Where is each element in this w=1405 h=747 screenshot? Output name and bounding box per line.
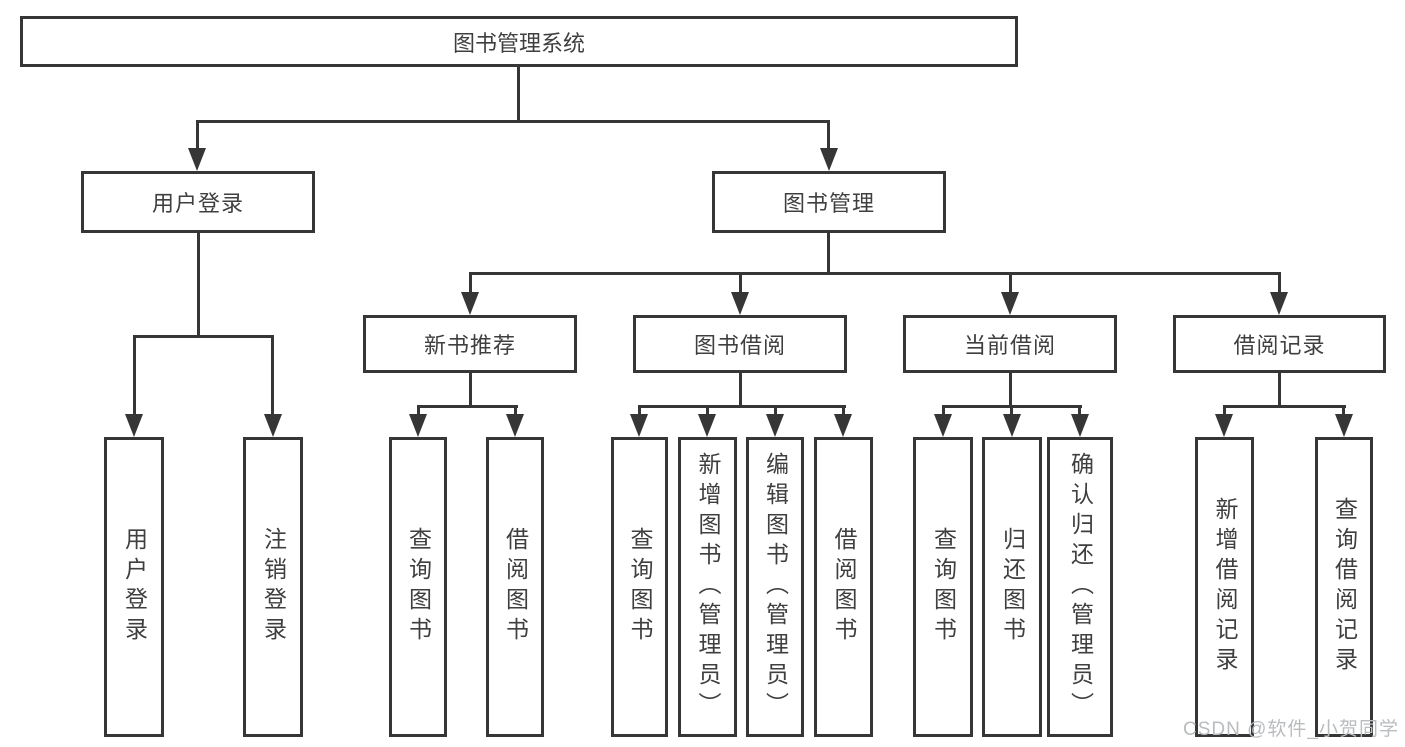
connector-records-drop xyxy=(1278,372,1281,407)
leaf-borrow-books-recommend: 借阅图书 xyxy=(486,437,544,737)
leaf-label: 新增借阅记录 xyxy=(1212,497,1238,677)
arrow-bor-query xyxy=(630,414,648,437)
node-label: 图书借阅 xyxy=(693,333,786,358)
leaf-label: 用户登录 xyxy=(121,527,148,647)
connector-root-drop xyxy=(517,66,520,122)
leaf-query-borrow-record: 查询借阅记录 xyxy=(1315,437,1373,737)
connector-records-rail xyxy=(1223,405,1346,408)
leaf-label: 确认归还（管理员） xyxy=(1067,452,1094,722)
node-label: 图书管理系统 xyxy=(452,30,585,56)
connector-stem-book-mgmt xyxy=(827,120,830,152)
arrow-cur-query xyxy=(934,414,952,437)
connector-root-rail xyxy=(196,120,830,123)
connector-stem-rec-query xyxy=(417,405,420,419)
connector-login-rail xyxy=(133,335,274,338)
connector-stem-rec-add xyxy=(1223,405,1226,419)
csdn-watermark: CSDN @软件_小贺同学 xyxy=(1183,719,1399,740)
connector-stem-bor-add xyxy=(706,405,709,419)
arrow-cur-return xyxy=(1003,414,1021,437)
leaf-logout: 注销登录 xyxy=(243,437,303,737)
leaf-label: 借阅图书 xyxy=(502,527,529,647)
leaf-add-books-admin: 新增图书（管理员） xyxy=(678,437,737,737)
node-borrowing-records: 借阅记录 xyxy=(1173,315,1386,373)
arrow-bor-add xyxy=(698,414,716,437)
arrow-borrowing xyxy=(731,292,749,315)
leaf-label: 查询图书 xyxy=(930,527,957,647)
arrow-recommend xyxy=(461,292,479,315)
node-label: 借阅记录 xyxy=(1233,333,1326,358)
connector-borrowing-rail xyxy=(638,405,846,408)
arrow-records xyxy=(1270,292,1288,315)
connector-stem-leaf-login xyxy=(133,335,136,419)
arrow-record-query xyxy=(1335,414,1353,437)
arrow-book-mgmt xyxy=(820,148,838,171)
arrow-bor-edit xyxy=(766,414,784,437)
arrow-cur-confirm xyxy=(1071,414,1089,437)
leaf-user-login: 用户登录 xyxy=(104,437,164,737)
connector-stem-rec-query2 xyxy=(1342,405,1345,419)
node-current-borrowing: 当前借阅 xyxy=(903,315,1117,373)
leaf-borrow-books: 借阅图书 xyxy=(814,437,873,737)
node-user-login-branch: 用户登录 xyxy=(81,171,315,233)
leaf-add-borrow-record: 新增借阅记录 xyxy=(1195,437,1254,737)
connector-mgmt-drop xyxy=(827,232,830,274)
connector-stem-cur-confirm xyxy=(1078,405,1081,419)
arrow-rec-query xyxy=(409,414,427,437)
connector-stem-cur-return xyxy=(1010,405,1013,419)
connector-stem-cur-query xyxy=(942,405,945,419)
leaf-label: 注销登录 xyxy=(260,527,287,647)
leaf-label: 查询借阅记录 xyxy=(1331,497,1358,677)
node-label: 当前借阅 xyxy=(963,333,1056,358)
arrow-bor-borrow xyxy=(834,414,852,437)
connector-stem-user-login xyxy=(196,120,199,152)
leaf-label: 新增图书（管理员） xyxy=(695,452,721,722)
connector-stem-bor-edit xyxy=(774,405,777,419)
connector-recommend-rail xyxy=(417,405,518,408)
connector-current-drop xyxy=(1009,372,1012,407)
leaf-confirm-return-admin: 确认归还（管理员） xyxy=(1047,437,1113,737)
connector-recommend-drop xyxy=(469,372,472,407)
connector-borrowing-drop xyxy=(739,372,742,407)
node-new-book-recommendation: 新书推荐 xyxy=(363,315,577,373)
arrow-current xyxy=(1001,292,1019,315)
leaf-query-books-borrowing: 查询图书 xyxy=(611,437,668,737)
leaf-query-books-current: 查询图书 xyxy=(913,437,973,737)
leaf-label: 借阅图书 xyxy=(831,527,857,647)
connector-stem-leaf-logout xyxy=(271,335,274,419)
connector-stem-recommend xyxy=(469,272,472,296)
connector-stem-bor-borrow xyxy=(842,405,845,419)
arrow-user-login xyxy=(188,148,206,171)
node-book-management-system: 图书管理系统 xyxy=(20,16,1018,67)
leaf-edit-books-admin: 编辑图书（管理员） xyxy=(746,437,804,737)
leaf-return-books: 归还图书 xyxy=(982,437,1042,737)
leaf-query-books-recommend: 查询图书 xyxy=(389,437,447,737)
node-book-borrowing: 图书借阅 xyxy=(633,315,847,373)
leaf-label: 归还图书 xyxy=(999,527,1026,647)
connector-login-drop xyxy=(197,232,200,337)
arrow-leaf-login xyxy=(125,414,143,437)
node-label: 图书管理 xyxy=(782,191,875,216)
node-label: 新书推荐 xyxy=(423,333,516,358)
connector-stem-rec-borrow xyxy=(514,405,517,419)
arrow-record-add xyxy=(1215,414,1233,437)
connector-stem-borrowing xyxy=(739,272,742,296)
node-label: 用户登录 xyxy=(151,191,244,216)
leaf-label: 编辑图书（管理员） xyxy=(762,452,789,722)
leaf-label: 查询图书 xyxy=(405,527,432,647)
connector-stem-bor-query xyxy=(638,405,641,419)
connector-mgmt-rail xyxy=(469,272,1281,275)
arrow-leaf-logout xyxy=(264,414,282,437)
connector-stem-current xyxy=(1009,272,1012,296)
connector-stem-records xyxy=(1278,272,1281,296)
leaf-label: 查询图书 xyxy=(627,527,653,647)
arrow-rec-borrow xyxy=(506,414,524,437)
node-book-management-branch: 图书管理 xyxy=(712,171,946,233)
